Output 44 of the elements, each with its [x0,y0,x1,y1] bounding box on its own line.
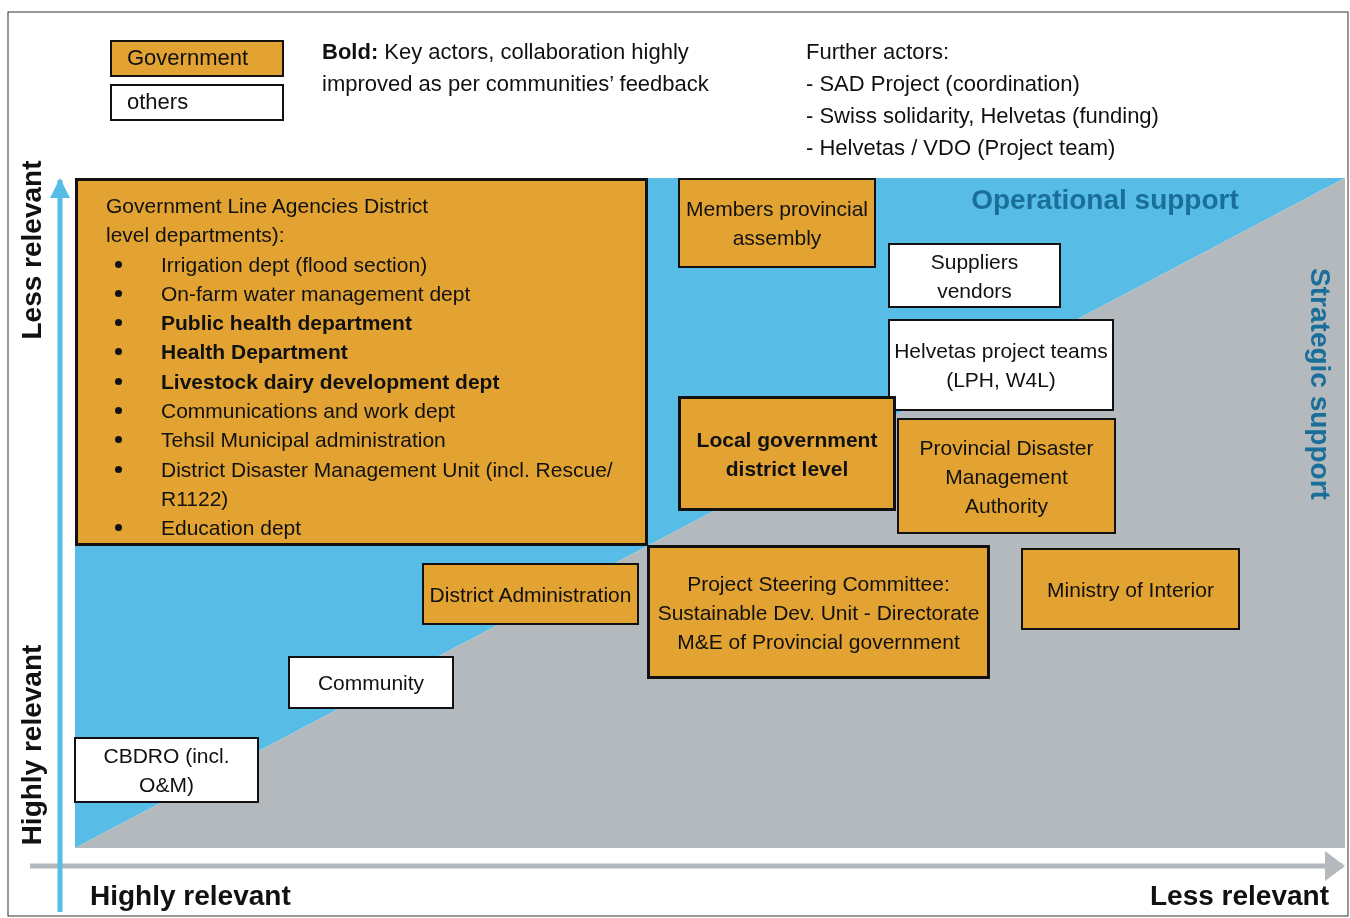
government-actor-box [1021,548,1240,630]
actor-box [888,319,1114,411]
government-actor-box [422,563,639,625]
axis-label: Highly relevant [16,644,48,846]
government-actor-box [75,178,648,546]
actor-name: Provincial Disaster Management Authority [918,434,1095,519]
actor-name: Ministry of Interior [1046,576,1215,603]
list-item: District Disaster Management Unit (incl. Rescue/ R1122) [161,457,613,510]
actor-name: Local government district level [695,426,879,482]
note-item: - Helvetas / VDO (Project team) [806,134,1117,162]
group-heading: Government Line Agencies District level departments): [106,193,430,249]
list-item: Tehsil Municipal administration [161,428,446,452]
government-actor-box [897,418,1116,534]
legend-note: Bold: Key actors, collaboration highly improved as per communities’ feedback [322,38,710,98]
government-actor-box [678,396,896,511]
note-item: - Swiss solidarity, Helvetas (funding) [806,102,1160,130]
axis-label: Less relevant [16,160,48,340]
actor-name: District Administration [428,581,633,608]
list-item: Education dept [161,516,302,540]
region-label: Operational support [970,184,1240,216]
list-item: Public health department [161,311,412,335]
actor-name: Project Steering Committee: Sustainable Dev. Unit - Directorate M&E of Provincial government [656,570,981,655]
actor-box [74,737,259,803]
list-item: Irrigation dept (flood section) [161,252,428,276]
axis-label: Highly relevant [90,880,292,912]
actor-name: Suppliers vendors [929,248,1020,304]
actor-name: Members provincial assembly [684,196,870,251]
list-item: On-farm water management dept [161,281,471,305]
government-actor-box [647,545,990,679]
list-item: Health Department [161,340,348,364]
government-actor-box [678,178,876,268]
note-item: - SAD Project (coordination) [806,70,1081,98]
actor-name: CBDRO (incl. O&M) [102,743,231,798]
note-heading: Further actors: [806,38,951,66]
list-item: Livestock dairy development dept [161,369,500,393]
legend-label: others [127,88,189,116]
actor-name: Helvetas project teams (LPH, W4L) [893,338,1109,393]
region-label: Strategic support [1304,268,1336,500]
legend-label: Government [127,44,249,72]
axis-label: Less relevant [1150,880,1330,912]
actor-box [888,243,1061,308]
actor-name: Community [316,670,426,696]
list-item: Communications and work dept [161,399,456,423]
actor-box [288,656,454,709]
